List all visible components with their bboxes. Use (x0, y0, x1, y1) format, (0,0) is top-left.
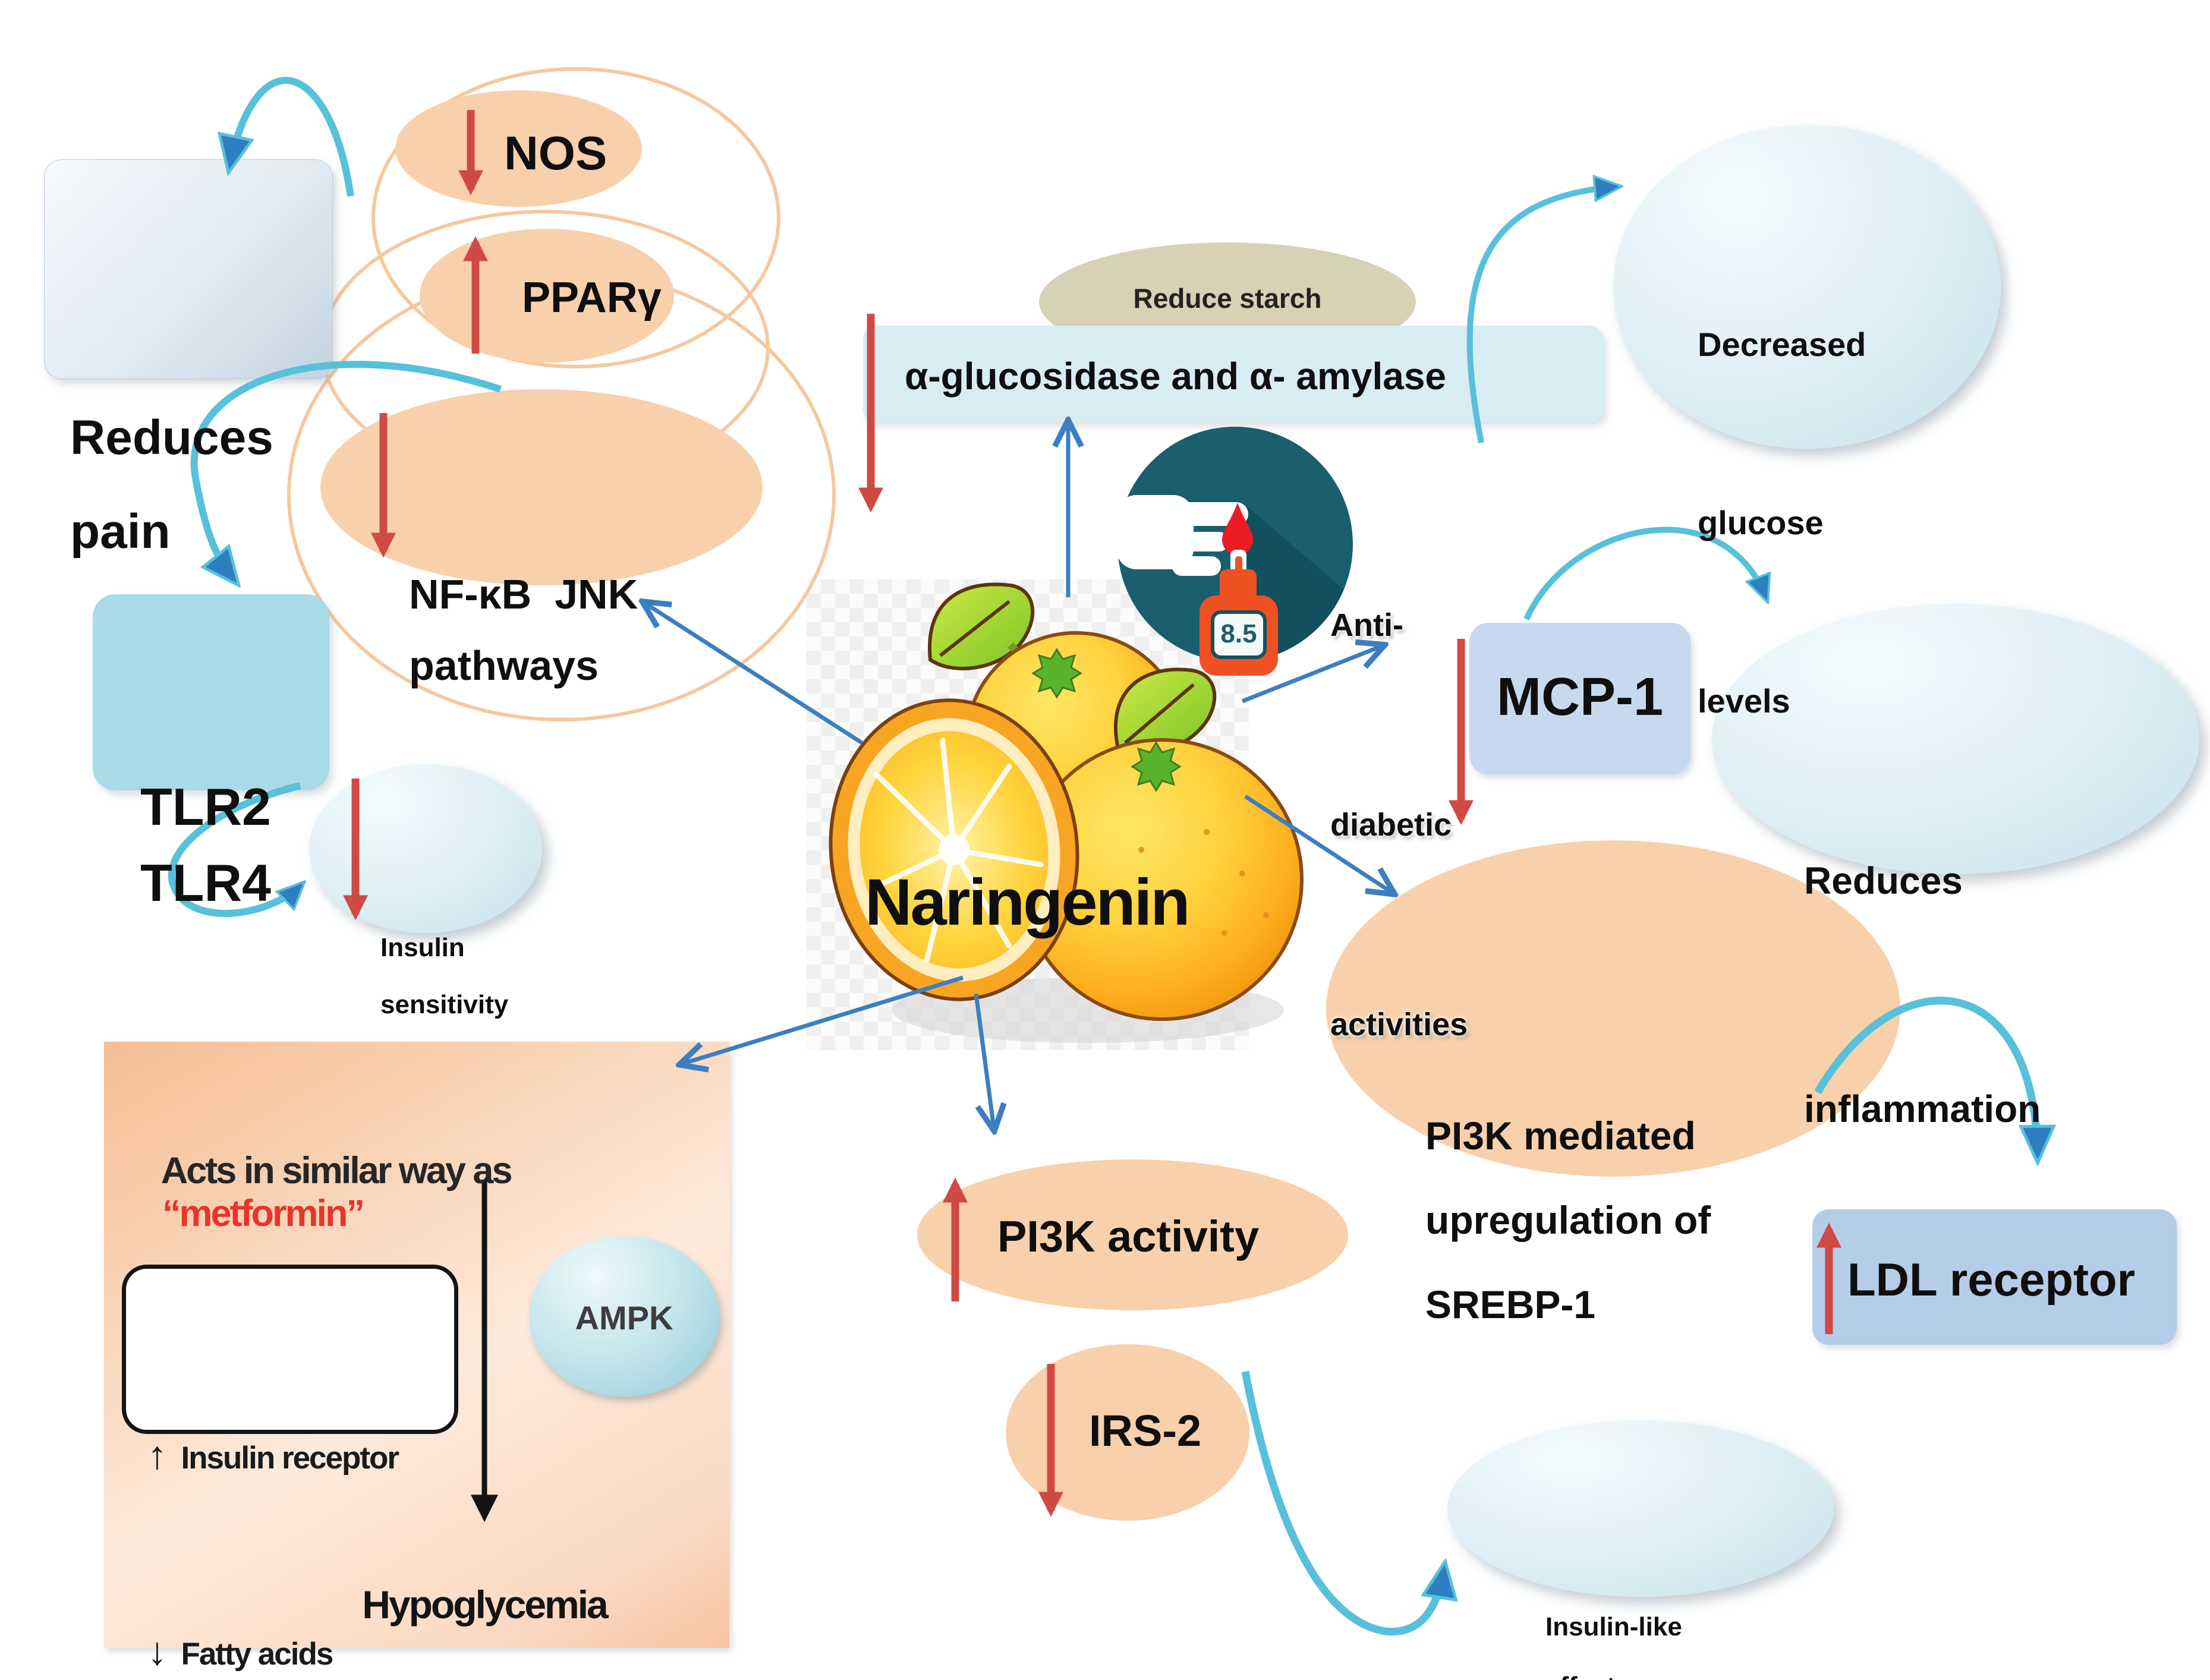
decreased-glucose-label: Decreased glucose levels (1698, 326, 1866, 720)
arrow-irs2-to-insulin-like (1241, 1370, 1444, 1636)
meter-value: 8.5 (1220, 619, 1257, 648)
insulin-like-effects-label: Insulin-likeeffects (1545, 1612, 1682, 1680)
arrow-nos-to-reduces-pain (229, 77, 354, 197)
arrow-tlr-to-insulin-sensitivity (168, 782, 302, 917)
orange-fruit-clipart (829, 582, 1304, 1043)
ampk-label: AMPK (575, 1299, 673, 1337)
mcp1-box (1469, 623, 1690, 774)
decreased-glucose-circle (1613, 125, 2001, 449)
receptor-fatty-box (122, 1265, 458, 1434)
calyx-icon (1131, 741, 1182, 792)
tlr-box (93, 594, 329, 790)
anti-diabetic-icon (1116, 427, 1353, 676)
naringenin-label: Naringenin (865, 866, 1190, 939)
blood-drop-icon (1222, 503, 1253, 555)
ldl-box (1812, 1209, 2177, 1345)
up-arrow-glyph: ↑ (147, 1433, 167, 1477)
pointing-hand-icon (1116, 495, 1248, 576)
arrow-naringenin-to-mcp1 (1241, 646, 1382, 704)
irs2-ellipse (1006, 1344, 1249, 1521)
arrow-naringenin-to-pain-cluster (645, 603, 863, 745)
calyx-icon (1031, 648, 1082, 699)
enzymes-bar (863, 326, 1603, 422)
ppar-ellipse (420, 229, 674, 363)
ldl-label: LDL receptor (1847, 1253, 2135, 1306)
metformin-title-red: “metformin” (162, 1193, 365, 1234)
anti-diabetic-label: Anti- diabetic activities (1330, 607, 1468, 1042)
enzymes-label: α-glucosidase and α- amylase (905, 355, 1446, 398)
nos-ellipse (395, 90, 642, 207)
glucose-meter-icon (1200, 569, 1278, 676)
ppar-label: PPARγ (522, 274, 662, 321)
metformin-title: Acts in similar way as “metformin” (128, 1107, 513, 1278)
arrow-naringenin-to-metformin-panel (682, 975, 964, 1064)
arrow-circle-to-tlr (190, 361, 502, 581)
arrow-naringenin-to-pi3k (974, 993, 994, 1128)
arrow-naringenin-to-srebp (1244, 795, 1392, 893)
arrow-srebp-to-ldl (1814, 997, 2038, 1158)
nos-label: NOS (504, 127, 607, 179)
metformin-title-black: Acts in similar way as (160, 1150, 513, 1192)
hypoglycemia-label: Hypoglycemia (362, 1583, 609, 1627)
pi3k-activity-label: PI3K activity (997, 1212, 1260, 1261)
arrow-mcp1-to-reduces-inflammation (1523, 527, 1767, 621)
ampk-ellipse (529, 1236, 719, 1397)
receptor-fatty-label: ↑ Insulin receptor ↓ Fatty acids (147, 1433, 399, 1673)
reduces-inflammation-label: Reduces inflammation (1804, 859, 2041, 1130)
down-arrow-glyph: ↓ (147, 1629, 167, 1673)
insulin-like-effects-ellipse (1447, 1420, 1834, 1597)
orange-slice-icon (829, 698, 1079, 1001)
srebp-ellipse (1326, 840, 1900, 1177)
mcp1-label: MCP-1 (1496, 667, 1664, 727)
irs2-label: IRS-2 (1089, 1406, 1202, 1455)
arrow-enzymes-to-decreased-glucose (1466, 187, 1618, 443)
reduces-pain-box (44, 159, 333, 379)
reduces-inflammation-ellipse (1712, 604, 2199, 874)
reduce-starch-label: Reduce starch (1133, 283, 1322, 314)
pi3k-activity-ellipse (917, 1159, 1348, 1310)
